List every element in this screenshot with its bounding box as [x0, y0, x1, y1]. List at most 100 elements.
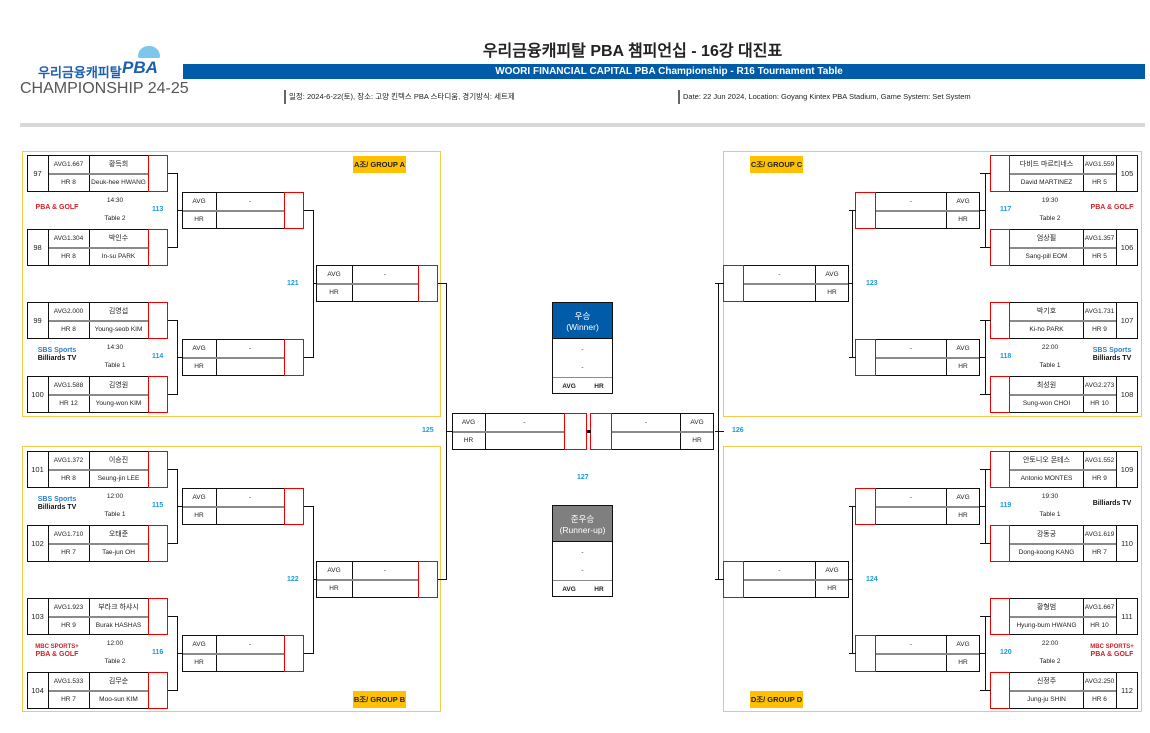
player-name-kr: 박기호: [1036, 308, 1057, 316]
player-seed: 103: [31, 612, 44, 621]
score-box[interactable]: [855, 192, 876, 229]
divider: [48, 525, 50, 562]
player-placeholder: -: [248, 197, 252, 205]
score-box[interactable]: [990, 598, 1010, 635]
avg-label: AVG: [461, 418, 476, 426]
bracket-line: [168, 469, 178, 471]
logo-event: CHAMPIONSHIP 24-25: [20, 80, 189, 97]
score-box[interactable]: [148, 598, 168, 635]
score-box[interactable]: [990, 672, 1010, 709]
player-seed: 111: [1121, 612, 1133, 621]
score-box[interactable]: [564, 413, 587, 450]
score-box[interactable]: [148, 302, 168, 339]
divider: [48, 155, 50, 192]
score-box[interactable]: [855, 339, 876, 376]
divider: [48, 229, 50, 266]
row-divider: [49, 689, 148, 692]
row-divider: [1010, 542, 1116, 545]
score-box[interactable]: [990, 525, 1010, 562]
row-divider: [183, 652, 285, 655]
player-placeholder: -: [909, 640, 913, 648]
hr-label: HR: [329, 289, 339, 297]
bracket-line: [849, 579, 853, 581]
row-divider: [49, 246, 148, 249]
player-placeholder: -: [581, 567, 584, 574]
score-box[interactable]: [990, 451, 1010, 488]
divider: [48, 451, 50, 488]
player-name-en: Hyung-bum HWANG: [1016, 622, 1077, 630]
player-name-kr: 이승진: [108, 457, 129, 465]
score-box[interactable]: [418, 265, 438, 302]
match-number: 120: [1000, 649, 1012, 656]
player-hr: HR 9: [1092, 475, 1107, 483]
match-number: 124: [866, 576, 878, 583]
event-logo: 우리금융캐피탈 PBA CHAMPIONSHIP 24-25: [20, 42, 189, 102]
row-divider: [1010, 319, 1116, 322]
match-number: 118: [1000, 353, 1012, 360]
match-time: 19:30: [1041, 493, 1059, 500]
bracket-line: [438, 283, 447, 285]
score-box[interactable]: [990, 155, 1010, 192]
player-hr: HR 8: [61, 179, 76, 187]
bracket-line: [980, 653, 986, 655]
player-hr: HR 6: [1092, 696, 1107, 704]
player-name-en: Young-seob KIM: [94, 326, 143, 334]
match-time: 19:30: [1041, 197, 1059, 204]
row-divider: [876, 209, 979, 212]
player-seed: 108: [1120, 390, 1134, 399]
player-avg: AVG1.372: [53, 456, 84, 464]
player-hr: HR 8: [61, 253, 76, 261]
match-number: 113: [152, 206, 164, 213]
hr-label: HR: [194, 216, 204, 224]
score-box[interactable]: [855, 635, 876, 672]
score-box[interactable]: [148, 672, 168, 709]
score-box[interactable]: [418, 561, 438, 598]
score-box[interactable]: [148, 229, 168, 266]
score-box[interactable]: [723, 561, 744, 598]
score-box[interactable]: [284, 192, 304, 229]
score-box[interactable]: [284, 635, 304, 672]
hr-label: HR: [827, 585, 837, 593]
score-box[interactable]: [148, 376, 168, 413]
row-divider: [183, 505, 285, 508]
bracket-line: [718, 283, 720, 580]
player-name-kr: 안토니오 몬테스: [1022, 457, 1071, 465]
bracket-line: [177, 653, 183, 655]
mbc-sports-logo: MBC SPORTS+: [35, 644, 79, 650]
score-box[interactable]: [990, 302, 1010, 339]
score-box[interactable]: [723, 265, 744, 302]
player-placeholder: -: [644, 418, 648, 426]
player-hr: HR 9: [61, 622, 76, 630]
player-placeholder: -: [581, 549, 584, 556]
player-name-en: In-su PARK: [101, 253, 136, 261]
broadcaster-logo: PBA & GOLF: [32, 204, 82, 212]
player-name-kr: 엄상필: [1036, 235, 1057, 243]
score-box[interactable]: [284, 339, 304, 376]
hr-label: HR: [463, 437, 474, 445]
player-avg: AVG2.250: [1084, 677, 1115, 685]
player-hr: HR 7: [61, 696, 76, 704]
player-name-en: Dong-koong KANG: [1018, 549, 1075, 557]
score-box[interactable]: [148, 155, 168, 192]
score-box[interactable]: [148, 525, 168, 562]
player-name-en: Tae-jun OH: [102, 549, 135, 557]
bracket-line: [168, 320, 178, 322]
score-box[interactable]: [990, 229, 1010, 266]
player-avg: AVG1.619: [1084, 530, 1115, 538]
player-seed: 101: [31, 465, 44, 474]
match-table: Table 2: [1039, 658, 1061, 665]
bracket-line: [715, 579, 724, 581]
player-name-en: Young-won KIM: [95, 400, 142, 408]
score-box[interactable]: [590, 413, 612, 450]
hr-label: HR: [594, 585, 604, 593]
score-box[interactable]: [855, 488, 876, 525]
score-box[interactable]: [284, 488, 304, 525]
player-avg: AVG2.273: [1084, 381, 1115, 389]
player-avg: AVG1.710: [53, 530, 84, 538]
row-divider: [876, 356, 979, 359]
score-box[interactable]: [148, 451, 168, 488]
avg-label: AVG: [956, 197, 970, 205]
score-box[interactable]: [990, 376, 1010, 413]
player-name-kr: 황형범: [1036, 604, 1057, 612]
